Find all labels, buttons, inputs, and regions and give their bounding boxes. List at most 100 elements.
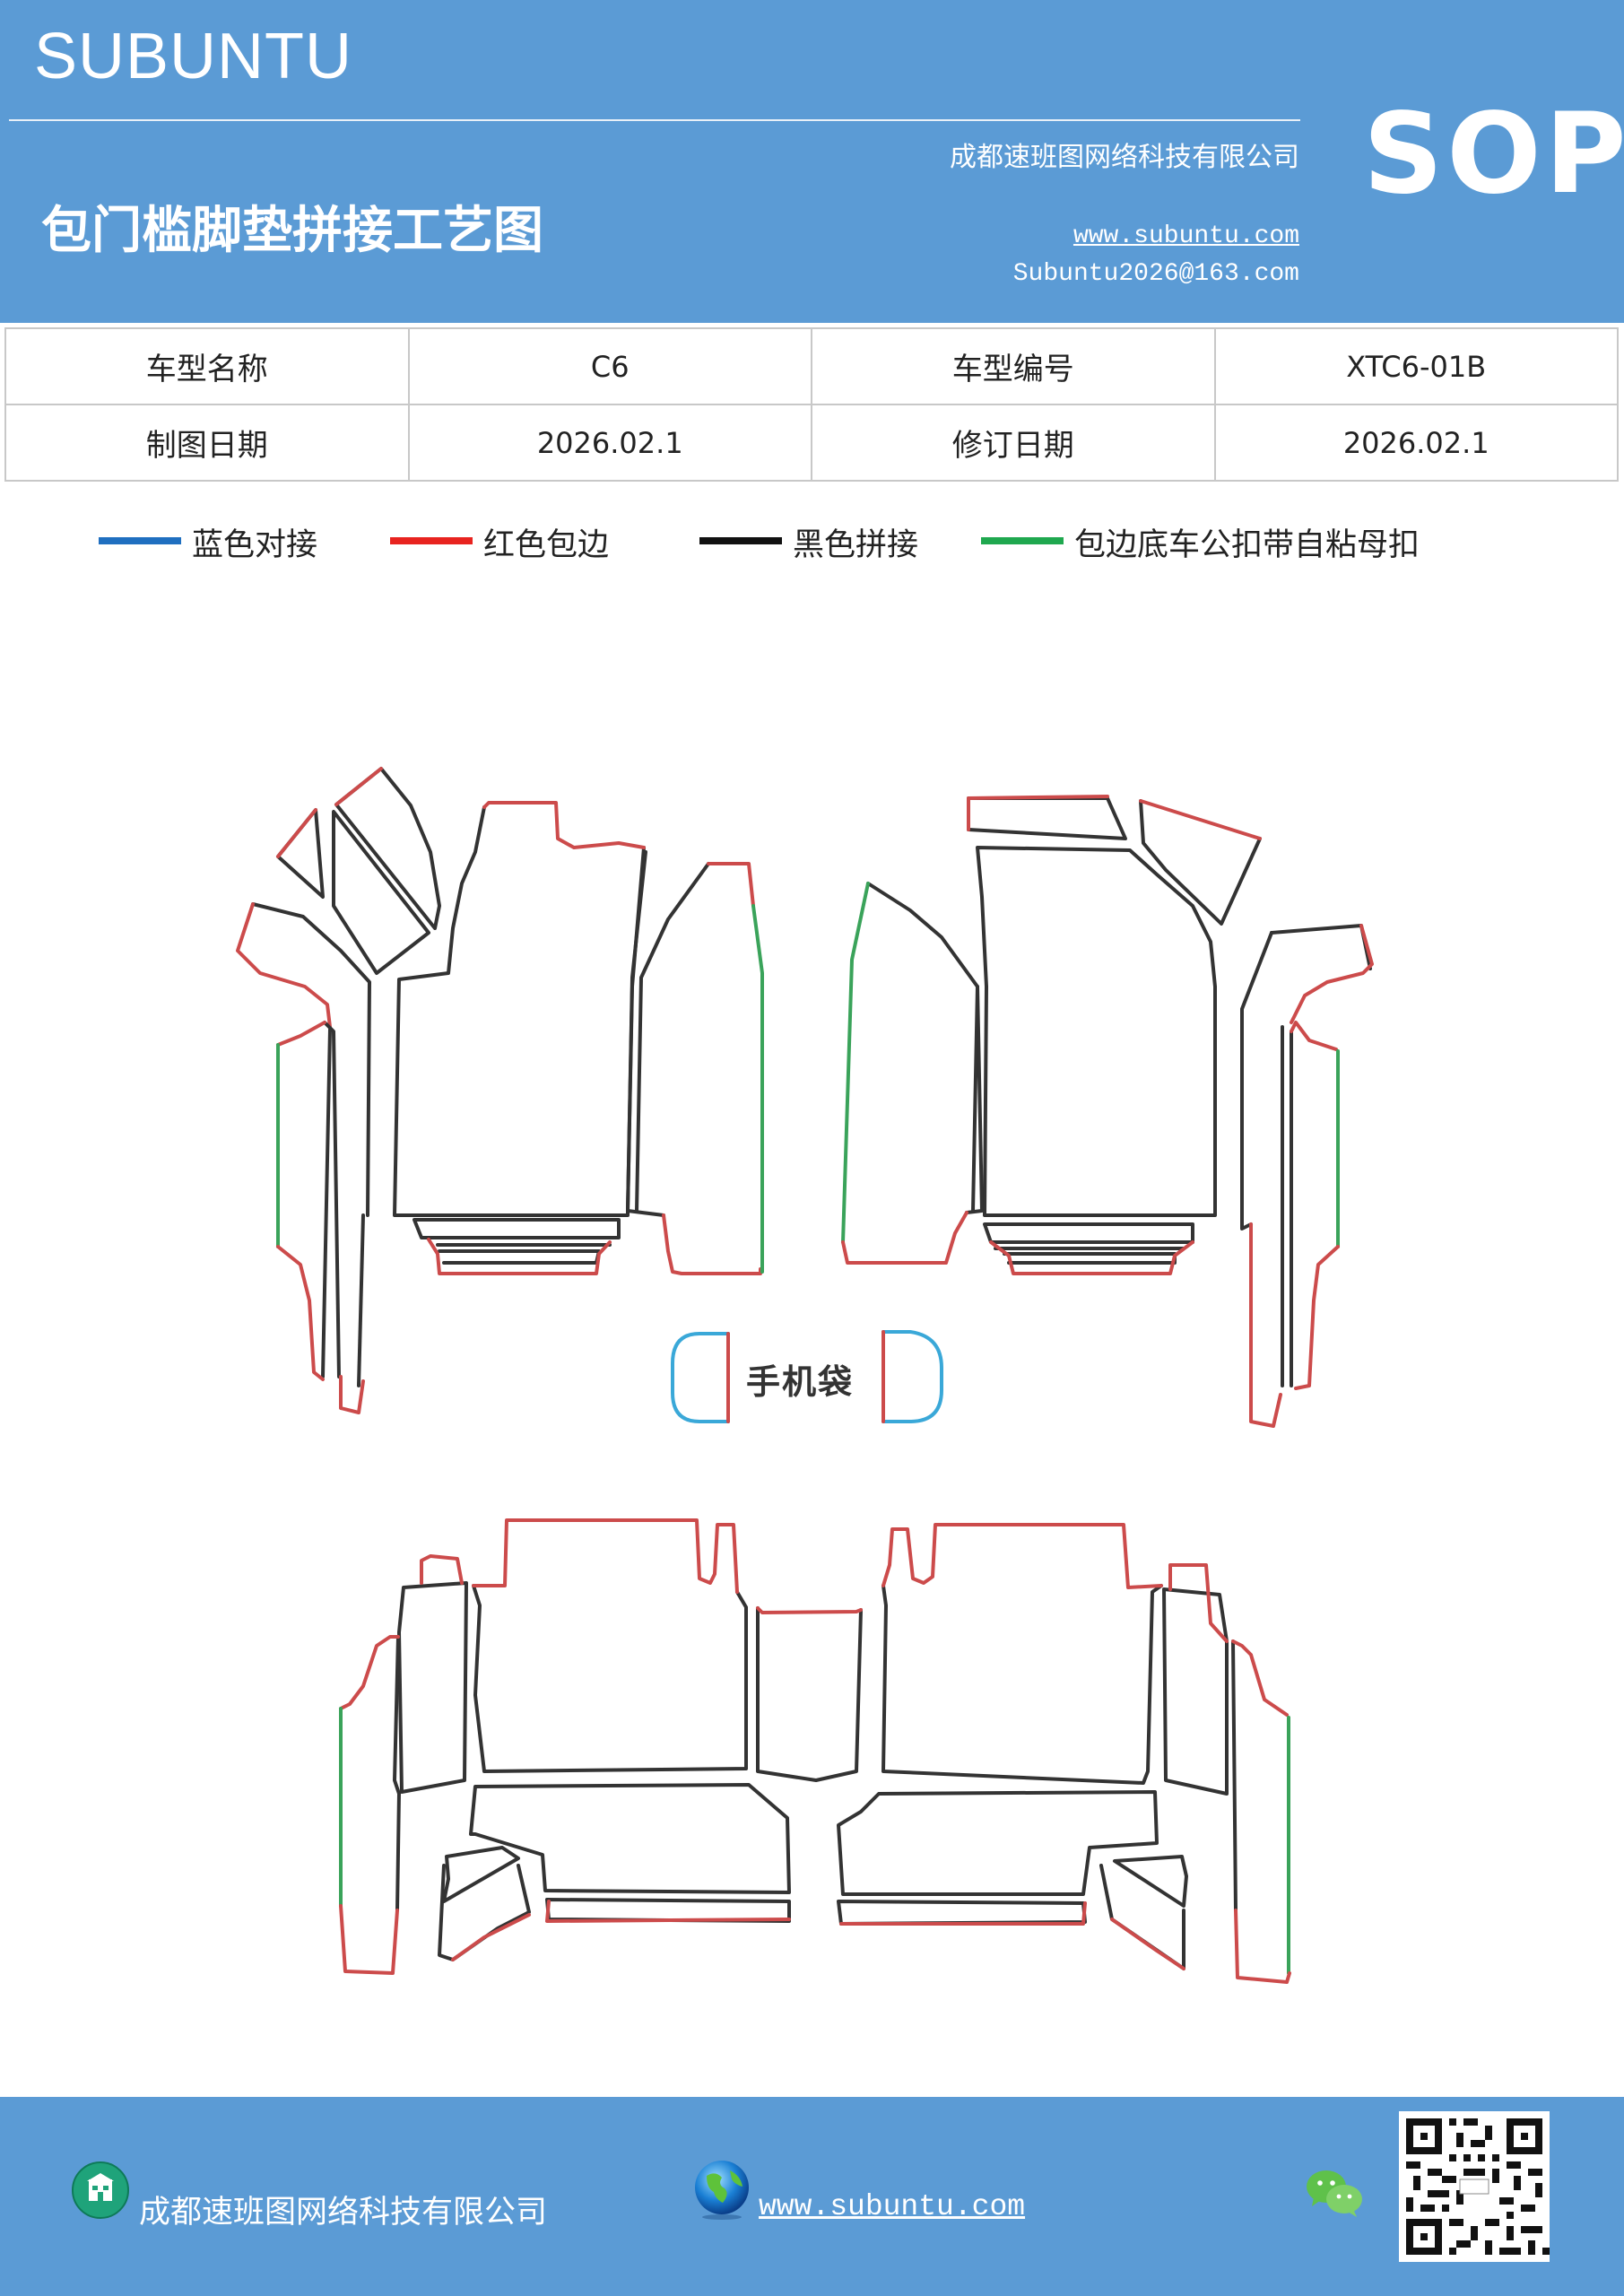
mat-piece — [1270, 924, 1372, 970]
mat-piece — [1003, 1252, 1177, 1265]
mat-piece — [276, 1245, 325, 1381]
mat-piece — [472, 1584, 748, 1773]
mat-piece — [839, 1901, 1087, 1926]
mat-piece — [626, 850, 665, 1217]
mat-piece — [397, 1581, 468, 1794]
mat-piece — [276, 808, 325, 899]
legend-label: 黑色拼接 — [793, 527, 919, 563]
mat-piece — [881, 1523, 1163, 1589]
legend-label: 包边底车公扣带自粘母扣 — [1074, 527, 1420, 563]
mat-piece — [339, 1904, 399, 1975]
mat-piece — [236, 902, 332, 1029]
footer-company-name: 成都速班图网络科技有限公司 — [139, 2195, 548, 2231]
table-cell: XTC6-01B — [1213, 327, 1619, 405]
mat-piece — [756, 1606, 863, 1782]
mat-piece — [976, 846, 1217, 1217]
sop-badge: SOP — [1363, 90, 1624, 219]
globe-icon — [690, 2158, 753, 2224]
front-left-mat-group — [236, 767, 764, 1414]
table-cell: 车型名称 — [4, 327, 410, 405]
mat-piece — [427, 1238, 612, 1275]
pocket-right-piece — [881, 1330, 943, 1423]
rear-mat-group — [339, 1518, 1291, 1984]
pocket-left-piece — [671, 1332, 730, 1423]
qr-code — [1399, 2111, 1550, 2266]
mat-piece — [1240, 931, 1273, 1231]
legend: 蓝色对接 红色包边 黑色拼接 包边底车公扣带自粘母扣 — [0, 525, 1624, 570]
table-cell: 2026.02.1 — [407, 404, 812, 482]
mat-piece — [1234, 1909, 1291, 1984]
mat-piece — [967, 795, 1109, 831]
mat-piece — [482, 801, 646, 849]
table-cell: 2026.02.1 — [1213, 404, 1619, 482]
mat-piece — [1139, 799, 1262, 840]
mat-piece — [837, 1900, 1087, 1926]
legend-swatch-black — [699, 537, 782, 544]
legend-swatch-red — [390, 537, 473, 544]
table-cell: 制图日期 — [4, 404, 410, 482]
mat-piece — [357, 1213, 365, 1387]
mat-piece — [1249, 1222, 1282, 1428]
front-right-mat-group — [841, 795, 1374, 1428]
table-row: 车型名称 C6 车型编号 XTC6-01B — [4, 327, 1619, 405]
mat-piece — [989, 1240, 1194, 1275]
mat-piece — [251, 902, 371, 1217]
table-row: 制图日期 2026.02.1 修订日期 2026.02.1 — [4, 404, 1619, 482]
mat-piece — [1168, 1563, 1229, 1643]
website-link[interactable]: www.subuntu.com — [1073, 222, 1299, 250]
mat-piece — [339, 1635, 400, 1710]
mat-piece — [841, 882, 870, 1244]
mat-piece — [321, 1028, 332, 1378]
mat-piece — [1290, 1021, 1338, 1051]
legend-label: 蓝色对接 — [192, 527, 318, 563]
mat-piece — [841, 1211, 968, 1265]
page-title: 包门槛脚垫拼接工艺图 — [41, 201, 543, 260]
mat-piece — [881, 1584, 1163, 1785]
table-cell: C6 — [407, 327, 812, 405]
mat-piece — [332, 810, 430, 975]
mat-piece — [276, 1021, 326, 1047]
mat-piece — [983, 1222, 1194, 1244]
floor-mat-diagram — [236, 767, 1374, 1984]
mat-piece — [469, 1783, 791, 1894]
building-icon — [72, 2161, 129, 2222]
mat-piece — [967, 796, 1127, 840]
mat-piece — [472, 1518, 739, 1594]
wechat-icon[interactable] — [1305, 2167, 1364, 2222]
mat-piece — [1294, 1245, 1340, 1390]
mat-piece — [662, 1213, 762, 1275]
phone-pocket-group — [671, 1330, 943, 1423]
mat-piece — [707, 862, 755, 908]
table-cell: 车型编号 — [811, 327, 1216, 405]
mat-piece — [837, 1790, 1159, 1896]
mat-piece — [334, 767, 383, 806]
table-cell: 修订日期 — [811, 404, 1216, 482]
mat-piece — [971, 985, 979, 1213]
mat-piece — [756, 1606, 863, 1614]
mat-piece — [1231, 1639, 1289, 1717]
mat-piece — [451, 1913, 531, 1961]
mat-piece — [1290, 924, 1374, 1024]
legend-swatch-green — [981, 537, 1064, 544]
mat-piece — [339, 1375, 365, 1414]
mat-piece — [1231, 1639, 1238, 1912]
mat-piece — [545, 1900, 791, 1923]
mat-piece — [276, 808, 317, 858]
mat-piece — [393, 1635, 401, 1912]
mat-piece — [1113, 1855, 1188, 1908]
header-divider — [9, 119, 1300, 121]
mat-piece — [438, 1249, 601, 1265]
footer: 成都速班图网络科技有限公司 www.subuntu.com — [0, 2097, 1624, 2296]
info-table: 车型名称 C6 车型编号 XTC6-01B 制图日期 2026.02.1 修订日… — [4, 327, 1619, 482]
mat-piece — [751, 904, 764, 1274]
mat-piece — [442, 1846, 520, 1903]
mat-piece — [323, 1021, 341, 1378]
mat-piece — [635, 862, 710, 1213]
brand-name: SUBUNTU — [34, 21, 353, 92]
mat-piece — [1162, 1587, 1229, 1796]
mat-piece — [866, 882, 984, 1214]
footer-website-link[interactable]: www.subuntu.com — [759, 2190, 1026, 2223]
mat-piece — [420, 1554, 464, 1585]
header: SUBUNTU 成都速班图网络科技有限公司 包门槛脚垫拼接工艺图 www.sub… — [0, 0, 1624, 323]
company-name: 成都速班图网络科技有限公司 — [950, 142, 1299, 173]
